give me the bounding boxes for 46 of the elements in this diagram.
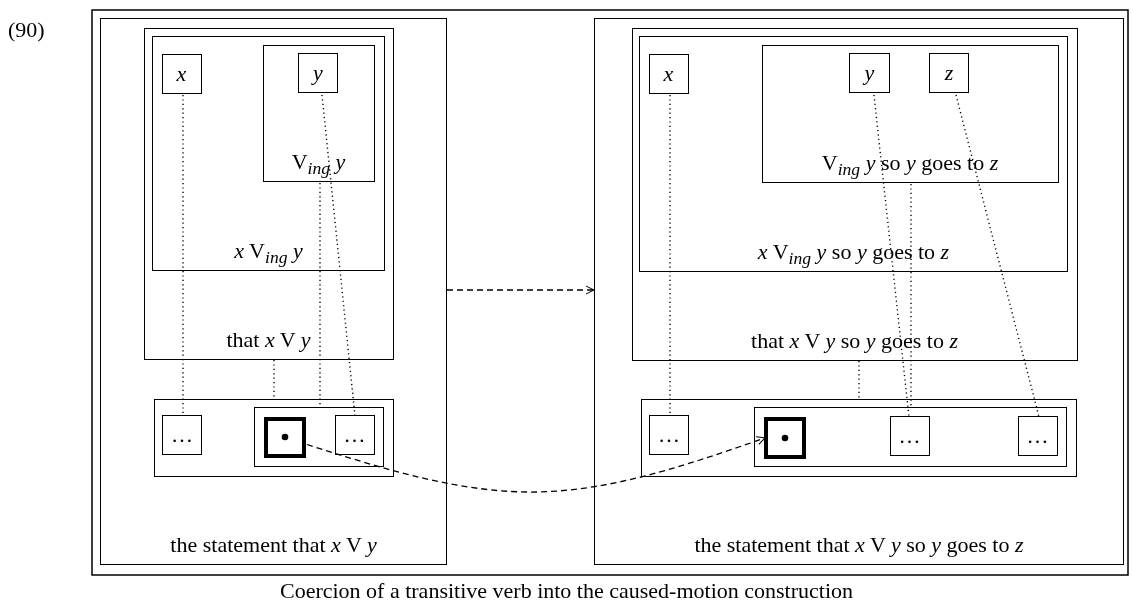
frame-box bbox=[152, 36, 385, 271]
variable-label: y bbox=[864, 62, 875, 84]
slot-box bbox=[649, 415, 689, 455]
slot-strip-box bbox=[153, 398, 394, 477]
dotted-line bbox=[873, 94, 910, 418]
frame-box bbox=[761, 44, 1059, 183]
caption: Coercion of a transitive verb into the caused-motion construction bbox=[278, 578, 855, 604]
dashed-arrow bbox=[306, 436, 766, 493]
slot-box bbox=[1017, 415, 1058, 456]
slot-box bbox=[889, 415, 930, 456]
dashed-arrow bbox=[446, 285, 595, 295]
slot-box bbox=[298, 53, 338, 93]
slot-strip-box bbox=[254, 407, 384, 467]
bold-box bbox=[263, 416, 306, 458]
slot-box bbox=[849, 53, 890, 93]
frame-box bbox=[143, 27, 394, 360]
ellipsis-label: … bbox=[898, 424, 921, 447]
frame-box bbox=[262, 44, 375, 182]
box-label: that x V y bbox=[225, 326, 312, 353]
frame-box bbox=[100, 18, 447, 565]
slot-box bbox=[162, 415, 202, 455]
box-label: that x V y so y goes to z bbox=[750, 327, 959, 354]
bold-box bbox=[763, 416, 806, 459]
variable-label: x bbox=[663, 62, 674, 85]
dotted-line bbox=[955, 94, 1040, 418]
slot-box bbox=[334, 414, 375, 455]
example-number: (90) bbox=[8, 17, 45, 43]
dotted-line bbox=[858, 360, 860, 400]
slot-box bbox=[161, 53, 202, 94]
frame-box bbox=[594, 18, 1124, 565]
variable-label: x bbox=[176, 62, 187, 85]
variable-label: z bbox=[944, 62, 954, 84]
ellipsis-label: … bbox=[1026, 424, 1049, 447]
slot-strip-box bbox=[754, 407, 1067, 467]
ellipsis-label: … bbox=[171, 424, 193, 446]
variable-label: y bbox=[313, 62, 323, 84]
box-label: the statement that x V y bbox=[169, 532, 378, 558]
ellipsis-label: … bbox=[658, 424, 680, 446]
box-label: the statement that x V y so y goes to z bbox=[693, 532, 1025, 558]
frame-box bbox=[631, 27, 1078, 361]
dotted-line bbox=[321, 94, 356, 417]
slot-box bbox=[648, 53, 689, 94]
frame-box bbox=[639, 36, 1068, 272]
slot-strip-box bbox=[640, 398, 1077, 477]
ellipsis-label: … bbox=[343, 423, 366, 446]
slot-box bbox=[929, 53, 969, 93]
